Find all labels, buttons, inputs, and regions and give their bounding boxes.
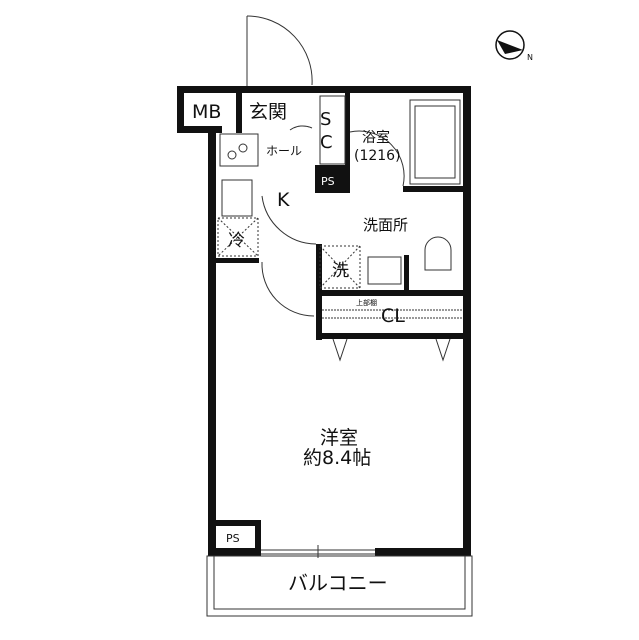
shoe-closet-label-c: C bbox=[320, 132, 333, 153]
north-arrow-icon: N bbox=[495, 30, 533, 62]
shoe-closet-label-s: S bbox=[320, 109, 331, 130]
ps-bottom-label: PS bbox=[226, 532, 240, 545]
svg-text:N: N bbox=[527, 53, 533, 62]
fridge-label: 冷 bbox=[228, 231, 245, 251]
entrance-door bbox=[246, 15, 313, 88]
hall-label: ホール bbox=[266, 144, 302, 158]
bath-size-label: (1216) bbox=[354, 148, 401, 164]
ps-top-label: PS bbox=[321, 175, 335, 188]
balcony-label: バルコニー bbox=[288, 571, 388, 595]
bath-label: 浴室 bbox=[362, 129, 390, 146]
fixtures bbox=[206, 95, 473, 617]
washer-label: 洗 bbox=[332, 261, 349, 281]
western-room-size-label: 約8.4帖 bbox=[303, 447, 371, 469]
mb-label: MB bbox=[192, 101, 221, 123]
western-room-label: 洋室 bbox=[320, 427, 358, 449]
kitchen-label: K bbox=[277, 189, 290, 211]
washroom-label: 洗面所 bbox=[363, 216, 408, 234]
closet-label: CL bbox=[381, 305, 405, 327]
entrance-label: 玄関 bbox=[249, 101, 287, 123]
walls bbox=[177, 86, 471, 556]
upper-shelf-label: 上部棚 bbox=[356, 298, 377, 307]
